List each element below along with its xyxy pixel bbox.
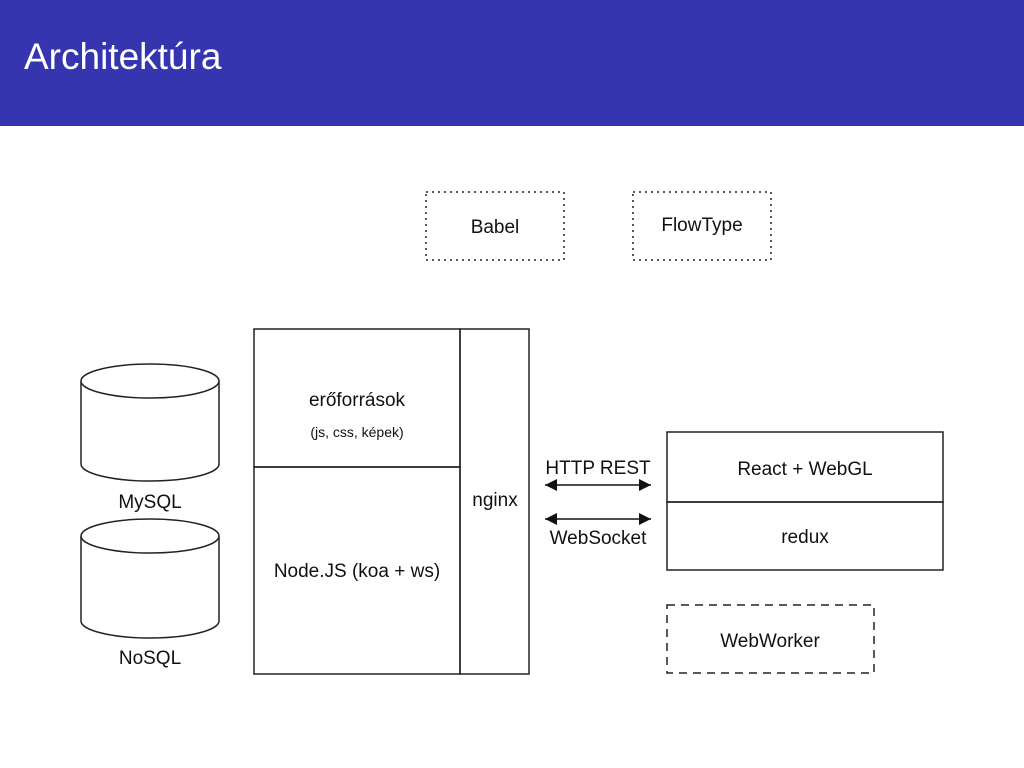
resources-label: erőforrások — [309, 390, 406, 411]
websocket-label: WebSocket — [550, 528, 648, 549]
flowtype-box: FlowType — [632, 191, 772, 261]
flowtype-label: FlowType — [661, 215, 742, 236]
nginx-label: nginx — [472, 490, 518, 511]
resources-note: (js, css, képek) — [310, 424, 403, 440]
webworker-box: WebWorker — [666, 604, 875, 674]
header-bar: Architektúra — [0, 0, 1024, 126]
webworker-label: WebWorker — [720, 631, 820, 652]
nosql-label: NoSQL — [119, 648, 181, 669]
babel-label: Babel — [471, 217, 520, 238]
nginx-box — [459, 328, 530, 675]
mysql-cylinder-icon — [80, 363, 220, 482]
server-block — [253, 328, 530, 675]
node-label: Node.JS (koa + ws) — [274, 561, 440, 582]
redux-box — [666, 501, 944, 571]
redux-label: redux — [781, 527, 829, 548]
babel-box: Babel — [425, 191, 565, 261]
page-title: Architektúra — [24, 36, 222, 77]
mysql-label: MySQL — [118, 492, 181, 513]
nosql-cylinder-icon — [80, 518, 220, 639]
http-rest-label: HTTP REST — [545, 458, 651, 479]
react-label: React + WebGL — [737, 459, 872, 480]
client-block — [666, 431, 944, 571]
